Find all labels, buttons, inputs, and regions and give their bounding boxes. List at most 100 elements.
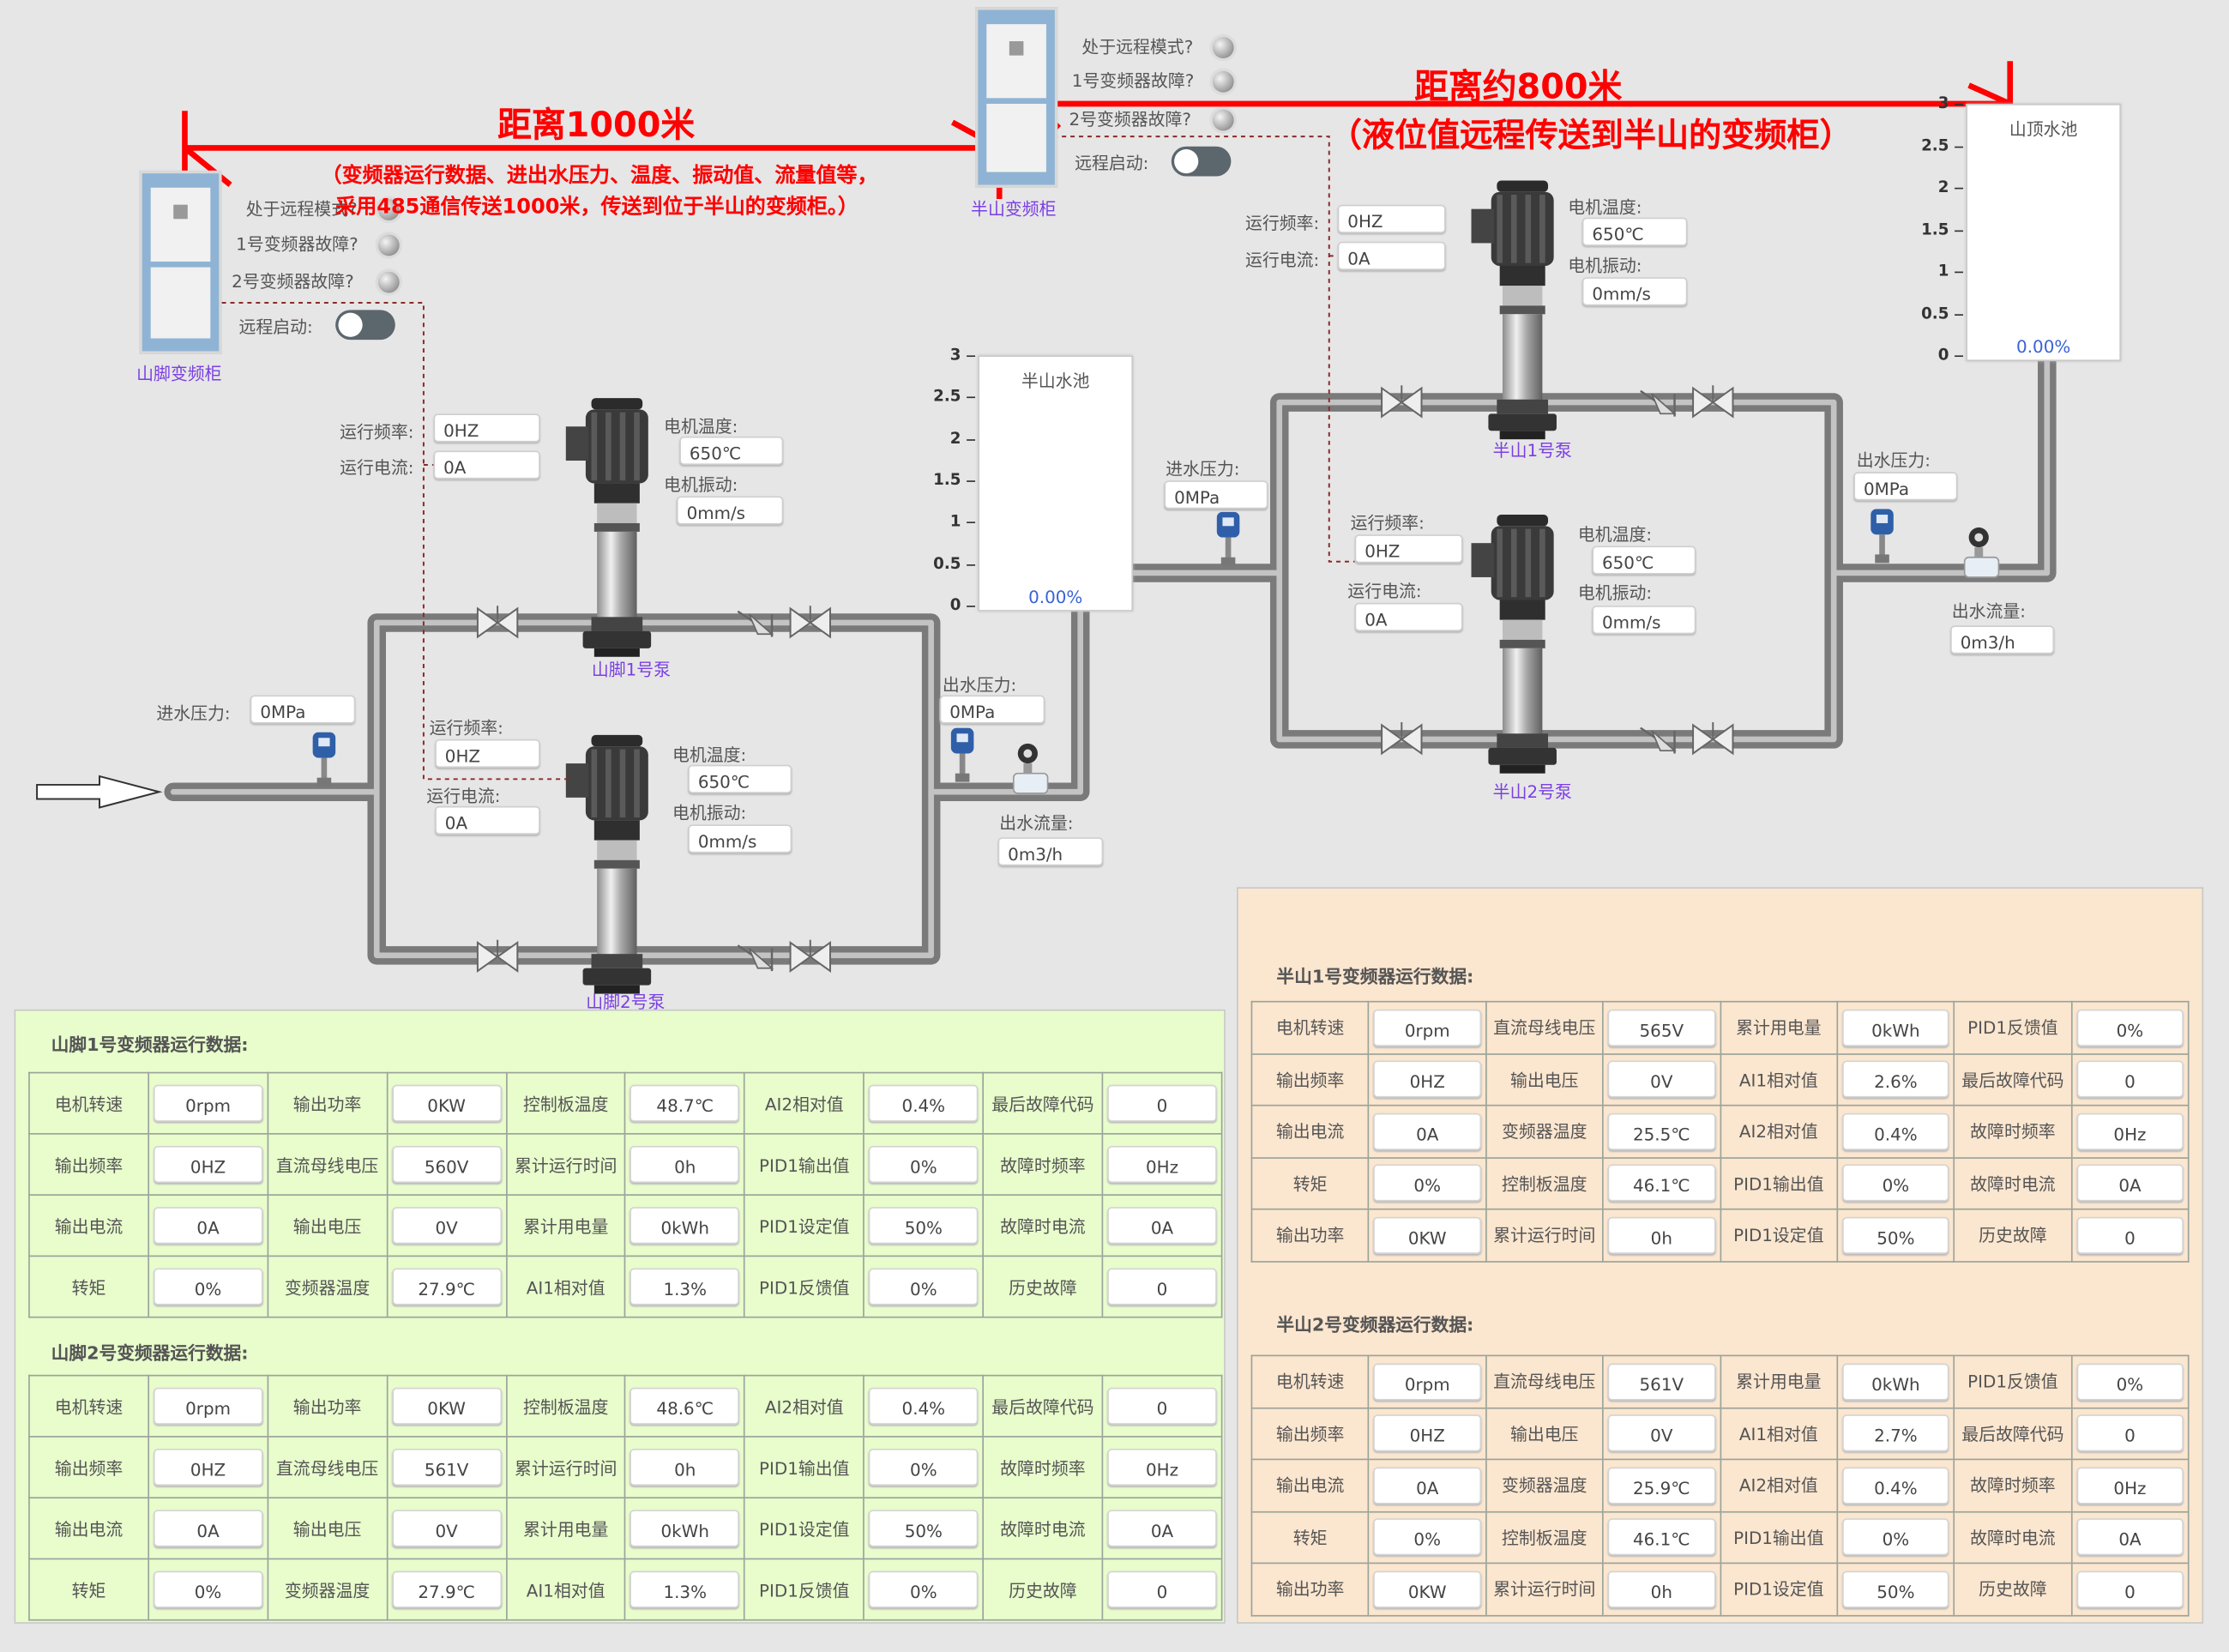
cell-value: 0V [1607, 1060, 1715, 1099]
foot1-freq-label: 运行频率: [340, 422, 414, 443]
cell-value-container: 0% [1836, 1156, 1955, 1210]
top-tank-percent: 0.00% [2016, 336, 2071, 358]
cell-value: 0 [1107, 1387, 1217, 1425]
cell-label: AI1相对值 [505, 1255, 627, 1318]
axis-tick-label: 1 [1937, 261, 1949, 280]
cell-value-container: 0h [1602, 1562, 1721, 1616]
cell-value-container: 0% [148, 1255, 268, 1318]
top-tank-name: 山顶水池 [2009, 119, 2078, 140]
foot-in-pressure-value: 0MPa [250, 695, 356, 724]
axis-tick-label: 1.5 [1921, 220, 1949, 238]
axis-tick-label: 2 [949, 428, 961, 448]
foot1-pump-label: 山脚1号泵 [591, 660, 672, 680]
cell-label: 输出功率 [1250, 1208, 1370, 1263]
mid-in-pressure-label: 进水压力: [1166, 459, 1240, 479]
mid-in-pressure-value: 0MPa [1164, 480, 1268, 509]
cell-value-container: 0A [1368, 1458, 1487, 1512]
axis-tick-mark [967, 480, 976, 482]
cell-value: 0kWh [1841, 1363, 1949, 1401]
cell-value: 0V [391, 1207, 502, 1245]
foot-remote-mode-indicator [377, 199, 400, 220]
axis-tick-label: 2 [1937, 178, 1949, 196]
cell-value-container: 25.5℃ [1602, 1104, 1721, 1159]
cell-value-container: 0 [1101, 1558, 1223, 1621]
cell-value: 0A [1373, 1112, 1481, 1150]
cell-value: 0rpm [153, 1387, 263, 1425]
foot-out-pressure-value: 0MPa [939, 695, 1045, 724]
cell-label: 故障时频率 [1953, 1458, 2073, 1512]
cell-label: 历史故障 [1953, 1562, 2073, 1616]
cell-value-container: 0h [624, 1133, 746, 1196]
cell-value: 27.9℃ [391, 1268, 502, 1305]
cell-value-container: 560V [386, 1133, 508, 1196]
cell-value: 0% [153, 1268, 263, 1305]
cell-value-container: 0 [2070, 1562, 2190, 1616]
cell-label: 控制板温度 [505, 1071, 627, 1135]
cell-value: 0 [1107, 1084, 1217, 1122]
cell-label: 历史故障 [1953, 1208, 2073, 1263]
foot-fault2-indicator [377, 271, 400, 293]
cell-value: 565V [1607, 1009, 1715, 1046]
note-right: （液位值远程传送到半山的变频柜） [1328, 118, 1852, 155]
cell-label: 输出电流 [28, 1497, 149, 1560]
mid2-table-title: 半山2号变频器运行数据: [1276, 1313, 1474, 1335]
cell-value: 0V [391, 1510, 502, 1547]
cell-value-container: 0kWh [624, 1194, 746, 1257]
cell-label: 转矩 [28, 1558, 149, 1621]
cell-value-container: 0Hz [1101, 1133, 1223, 1196]
foot2-table-title: 山脚2号变频器运行数据: [51, 1341, 249, 1364]
cell-value: 0% [1841, 1164, 1949, 1203]
foot-remote-start-toggle[interactable] [335, 310, 395, 341]
cell-value: 0A [153, 1510, 263, 1547]
foot-out-flow-value: 0m3/h [997, 837, 1104, 866]
cell-value-container: 50% [863, 1194, 985, 1257]
cell-label: 输出功率 [267, 1071, 388, 1135]
foot-out-flow-label: 出水流量: [999, 813, 1074, 834]
cell-value: 25.5℃ [1607, 1112, 1715, 1150]
cell-value: 0 [2075, 1571, 2184, 1608]
cell-value-container: 0HZ [148, 1133, 268, 1196]
foot2-vib-label: 电机振动: [672, 803, 747, 823]
mid-fault1-label: 1号变频器故障? [1071, 70, 1195, 92]
cell-value: 0% [1373, 1164, 1481, 1203]
cell-label: 输出功率 [267, 1374, 388, 1438]
mid-out-flow-label: 出水流量: [1951, 601, 2027, 622]
foot-cabinet-image [139, 170, 222, 354]
cell-value: 0A [1107, 1207, 1217, 1245]
cell-label: AI1相对值 [505, 1558, 627, 1621]
cell-value: 0A [1373, 1467, 1481, 1504]
cell-value-container: 0KW [386, 1374, 508, 1438]
cell-label: 输出功率 [1250, 1562, 1370, 1616]
axis-tick-mark [967, 564, 976, 566]
cell-value-container: 0.4% [1836, 1458, 1955, 1512]
axis-tick-mark [967, 606, 976, 607]
mid-out-pressure-label: 出水压力: [1856, 450, 1931, 471]
cell-value-container: 0Hz [2070, 1458, 2190, 1512]
cell-value-container: 561V [386, 1436, 508, 1499]
cell-value: 0KW [1373, 1216, 1481, 1254]
cell-label: 累计运行时间 [1485, 1208, 1604, 1263]
mid2-temp-value: 650℃ [1592, 546, 1696, 575]
cell-value-container: 0A [1101, 1194, 1223, 1257]
foot2-temp-value: 650℃ [688, 764, 792, 793]
cell-label: 输出电流 [28, 1194, 149, 1257]
axis-tick-label: 3 [1937, 93, 1949, 112]
axis-tick-label: 1 [949, 512, 961, 531]
cell-value: 0% [2075, 1363, 2184, 1401]
cell-label: 直流母线电压 [267, 1133, 388, 1196]
cell-value-container: 2.7% [1836, 1407, 1955, 1461]
cell-value-container: 0% [2070, 1354, 2190, 1408]
mid1-pump-label: 半山1号泵 [1492, 440, 1572, 461]
cell-value: 50% [1841, 1216, 1949, 1254]
mid-remote-start-toggle[interactable] [1171, 146, 1232, 177]
cell-value: 2.6% [1841, 1060, 1949, 1099]
cell-value: 0h [630, 1448, 740, 1486]
cell-label: 故障时电流 [982, 1194, 1104, 1257]
